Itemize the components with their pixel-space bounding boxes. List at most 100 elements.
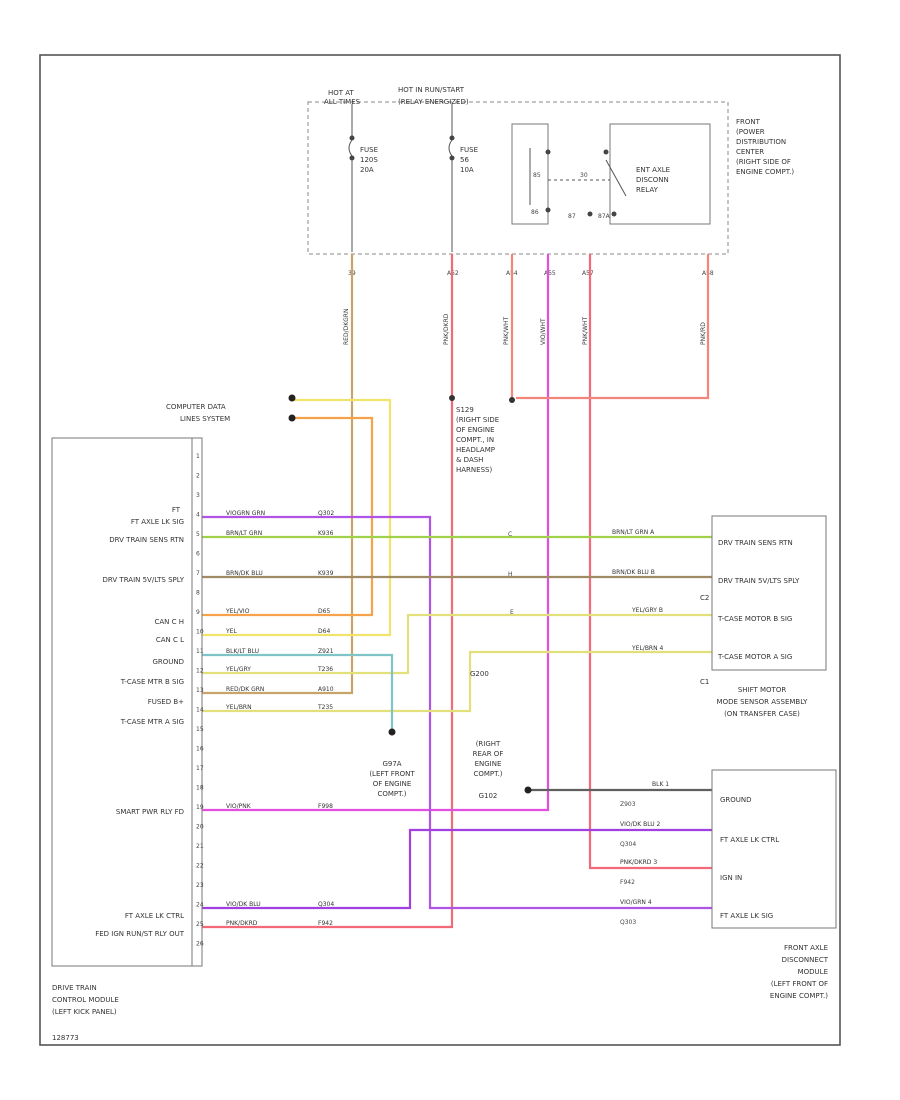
- fpdc-wire-label-5: PNK/WHT: [582, 316, 589, 345]
- g102-label-2: REAR OF: [473, 750, 504, 758]
- fad-circuit-3: F942: [620, 879, 635, 886]
- dtcm-wire-color-11: VIO/DK BLU: [226, 901, 261, 908]
- dtcm-wire-color-8: RED/DK GRN: [226, 686, 264, 693]
- fuse-a-node: [349, 135, 355, 141]
- dtcm-label-can-h: CAN C H: [154, 618, 184, 626]
- diagram-code: 128773: [52, 1034, 79, 1042]
- dtcm-pin-6: 6: [196, 551, 200, 558]
- shift-pin-label-1: DRV TRAIN SENS RTN: [718, 539, 793, 547]
- wire-pinkred-ign-out: [200, 254, 454, 929]
- wire-yellow-mtr-a: [200, 650, 712, 713]
- fad-pin-label-3: IGN IN: [720, 874, 742, 882]
- fuse-b-element: [448, 139, 453, 157]
- dtcm-circuit-1: Q302: [318, 510, 334, 517]
- shift-wire-label-3: YEL/GRY B: [631, 607, 663, 614]
- relay-pin-30: 30: [580, 172, 588, 179]
- dtcm-label-5v: DRV TRAIN 5V/LTS SPLY: [103, 576, 185, 584]
- relay-coil-box: [511, 123, 549, 225]
- fpdc-wire-label-3: PNK/WHT: [503, 316, 510, 345]
- fad-pin-label-4: FT AXLE LK SIG: [720, 912, 773, 920]
- splice-s129-left-dot: [449, 395, 455, 401]
- fpdc-label-4: CENTER: [736, 148, 764, 156]
- can-l-connector-dot: [288, 394, 296, 402]
- g97a-label-1: G97A: [382, 760, 401, 768]
- dtcm-circuit-6: Z921: [318, 648, 334, 655]
- dtcm-pin-20: 20: [196, 824, 204, 831]
- shift-name-2: MODE SENSOR ASSEMBLY: [717, 698, 809, 706]
- fpdc-pin-5: A57: [582, 270, 594, 277]
- shift-wire-label-1: BRN/LT GRN A: [612, 529, 655, 536]
- shift-conn-pin-2: H: [508, 571, 513, 578]
- fpdc-connector: 39 A52 A54 A55 A57 A58: [348, 270, 714, 277]
- shift-motor-box: [711, 515, 827, 671]
- dtcm-pin-9: 9: [196, 609, 200, 616]
- dtcm-pin-26: 26: [196, 941, 204, 948]
- hot-at-all-times-line-1: HOT AT: [328, 89, 355, 97]
- fad-pin-label-1: GROUND: [720, 796, 752, 804]
- relay-switch-arm: [605, 159, 627, 197]
- wire-pink-ign-in: [588, 254, 712, 870]
- dtcm-label-ft-axle-sig-1: FT: [172, 506, 181, 514]
- dtcm-pin-4: 4: [196, 512, 200, 519]
- fuse-a-label-3: 20A: [360, 166, 374, 174]
- fad-name-4: (LEFT FRONT OF: [771, 980, 828, 988]
- shift-name-3: (ON TRANSFER CASE): [724, 710, 800, 718]
- dtcm-pin-8: 8: [196, 590, 200, 597]
- wire-violet-ft-axle-ctrl: [200, 828, 712, 910]
- relay-contact-node-87: [587, 211, 593, 217]
- relay-name-2: DISCONN: [636, 176, 669, 184]
- dtcm-box: [51, 437, 193, 967]
- dtcm-pin-16: 16: [196, 746, 204, 753]
- dtcm-pin-18: 18: [196, 785, 204, 792]
- fpdc-label-2: (POWER: [736, 128, 765, 136]
- fpdc-pin-4: A55: [544, 270, 556, 277]
- fpdc-dashed-box: [307, 101, 729, 255]
- dtcm-circuit-9: T235: [317, 704, 333, 711]
- dtcm-circuit-11: Q304: [318, 901, 334, 908]
- wire-teal-ground: [200, 653, 394, 730]
- fpdc-label-3: DISTRIBUTION: [736, 138, 786, 146]
- dtcm-label-ground: GROUND: [152, 658, 184, 666]
- fad-name-3: MODULE: [798, 968, 828, 976]
- dtcm-pin-3: 3: [196, 492, 200, 499]
- dtcm-label-fused-b: FUSED B+: [148, 698, 184, 706]
- shift-pin-label-c1: C1: [700, 678, 709, 686]
- shift-name-1: SHIFT MOTOR: [738, 686, 787, 694]
- dtcm-pin-22: 22: [196, 863, 204, 870]
- dtcm-name-1: DRIVE TRAIN: [52, 984, 97, 992]
- relay-contact-node-top: [603, 149, 609, 155]
- wire-magenta-smart-pwr: [200, 254, 550, 812]
- fuse-b-node: [449, 135, 455, 141]
- fuse-b-label-2: 56: [460, 156, 469, 164]
- s129-label-1: S129: [456, 406, 474, 414]
- hot-at-all-times-line-2: ALL TIMES: [324, 98, 361, 106]
- dtcm-label-mtr-a: T-CASE MTR A SIG: [120, 718, 184, 726]
- relay-contact-box: [609, 123, 711, 225]
- dtcm-wire-color-10: VIO/PNK: [226, 803, 252, 810]
- relay-coil-node-top: [545, 149, 551, 155]
- dtcm-pin-15: 15: [196, 726, 204, 733]
- dtcm-name-3: (LEFT KICK PANEL): [52, 1008, 117, 1016]
- dtcm-pin-13: 13: [196, 687, 204, 694]
- dtcm-circuit-10: F998: [318, 803, 333, 810]
- dtcm-pin-2: 2: [196, 473, 200, 480]
- shift-pin-label-2: DRV TRAIN 5V/LTS SPLY: [718, 577, 800, 585]
- relay-pin-86: 86: [531, 209, 539, 216]
- dtcm-label-ign-out: FED IGN RUN/ST RLY OUT: [95, 930, 185, 938]
- relay-name-3: RELAY: [636, 186, 659, 194]
- fpdc-label-6: ENGINE COMPT.): [736, 168, 794, 176]
- s129-label-3: OF ENGINE: [456, 426, 495, 434]
- dtcm-wire-color-5: YEL: [225, 628, 237, 635]
- fad-wire-label-2: VIO/DK BLU 2: [620, 821, 661, 828]
- dtcm-wire-color-2: BRN/LT GRN: [226, 530, 262, 537]
- fpdc-wire-label-6: PNK/RD: [700, 322, 707, 345]
- fad-module-box: [711, 769, 837, 929]
- g102-label-5: G102: [479, 792, 498, 800]
- g97a-label-2: (LEFT FRONT: [369, 770, 415, 778]
- wire-olive-mtr-b: [200, 613, 712, 675]
- shift-pin-label-4: T-CASE MOTOR A SIG: [717, 653, 792, 661]
- fuse-b-label-3: 10A: [460, 166, 474, 174]
- relay-pin-87: 87: [568, 213, 576, 220]
